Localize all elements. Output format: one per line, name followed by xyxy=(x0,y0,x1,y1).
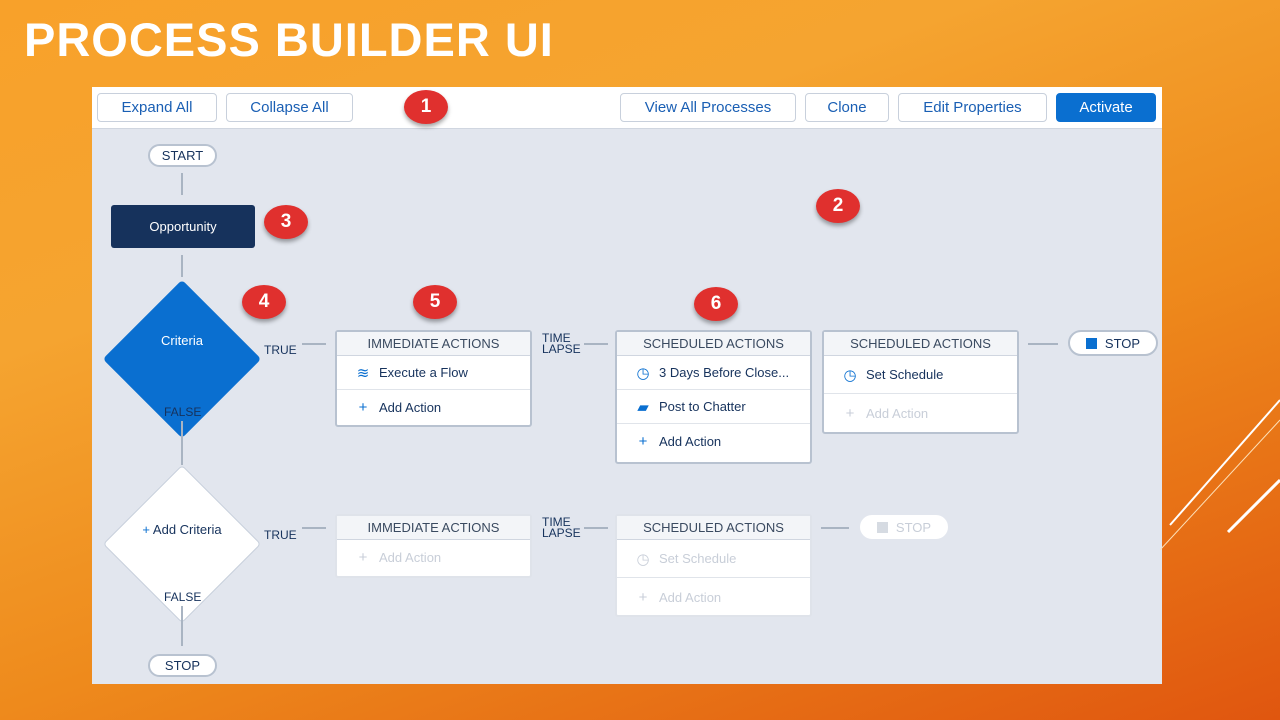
schedule-label: Set Schedule xyxy=(659,551,737,566)
lapse-label: LAPSE xyxy=(542,526,581,540)
card-header: SCHEDULED ACTIONS xyxy=(617,332,810,356)
decorative-lines xyxy=(1160,399,1280,551)
criteria-label: Criteria xyxy=(161,333,203,348)
connector-arrow xyxy=(1028,343,1058,345)
connector-arrow xyxy=(302,527,326,529)
add-action-label: Add Action xyxy=(866,405,929,421)
callout-badge: 3 xyxy=(264,205,308,239)
true-label: TRUE xyxy=(264,343,297,357)
time-label: TIME xyxy=(542,331,571,345)
connector-arrow xyxy=(584,527,608,529)
edit-properties-button[interactable]: Edit Properties xyxy=(898,93,1047,122)
stop-label: STOP xyxy=(1104,335,1141,351)
collapse-all-button[interactable]: Collapse All xyxy=(226,93,353,122)
card-header: SCHEDULED ACTIONS xyxy=(824,332,1017,356)
add-action-button[interactable]: + Add Action xyxy=(824,394,1017,432)
stop-node[interactable]: STOP xyxy=(1068,330,1158,356)
action-execute-flow[interactable]: ≋ Execute a Flow xyxy=(337,356,530,390)
slide-title: PROCESS BUILDER UI xyxy=(24,13,554,66)
add-action-button[interactable]: + Add Action xyxy=(337,390,530,424)
add-action-label: Add Action xyxy=(379,549,442,565)
add-criteria-text: Add Criteria xyxy=(152,522,222,537)
scheduled-actions-card: SCHEDULED ACTIONS ◷ Set Schedule + Add Act… xyxy=(822,330,1019,434)
connector-arrow xyxy=(181,606,183,646)
plus-icon: + xyxy=(142,522,153,537)
immediate-actions-card: IMMEDIATE ACTIONS + Add Action xyxy=(335,514,532,578)
connector-arrow xyxy=(821,527,849,529)
add-action-button[interactable]: + Add Action xyxy=(337,540,530,574)
false-label: FALSE xyxy=(164,590,202,604)
plus-icon: + xyxy=(358,548,368,566)
object-node[interactable]: Opportunity xyxy=(111,205,255,248)
card-header: SCHEDULED ACTIONS xyxy=(617,516,810,540)
plus-icon: + xyxy=(845,404,855,422)
connector-arrow xyxy=(181,421,183,465)
callout-badge: 4 xyxy=(242,285,286,319)
action-label: Execute a Flow xyxy=(379,365,468,380)
scheduled-actions-card: SCHEDULED ACTIONS ◷ 3 Days Before Close..… xyxy=(615,330,812,464)
connector-arrow xyxy=(181,173,183,195)
add-criteria-label: + Add Criteria xyxy=(126,522,238,537)
stop-node[interactable]: STOP xyxy=(148,654,217,677)
plus-icon: + xyxy=(358,398,368,416)
card-header: IMMEDIATE ACTIONS xyxy=(337,332,530,356)
stop-label: STOP xyxy=(895,519,932,535)
clock-icon: ◷ xyxy=(636,364,650,382)
true-label: TRUE xyxy=(264,528,297,542)
chatter-icon: ▰ xyxy=(637,398,649,416)
stop-icon xyxy=(876,521,888,533)
callout-badge: 5 xyxy=(413,285,457,319)
action-label: Post to Chatter xyxy=(659,399,746,414)
callout-badge: 1 xyxy=(404,90,448,124)
view-all-processes-button[interactable]: View All Processes xyxy=(620,93,796,122)
add-action-button[interactable]: + Add Action xyxy=(617,424,810,458)
schedule-label: Set Schedule xyxy=(866,367,944,382)
action-post-to-chatter[interactable]: ▰ Post to Chatter xyxy=(617,390,810,424)
clock-icon: ◷ xyxy=(843,366,857,384)
add-action-button[interactable]: + Add Action xyxy=(617,578,810,616)
lapse-label: LAPSE xyxy=(542,342,581,356)
add-action-label: Add Action xyxy=(379,399,442,415)
time-label: TIME xyxy=(542,515,571,529)
schedule-item[interactable]: ◷ 3 Days Before Close... xyxy=(617,356,810,390)
start-node[interactable]: START xyxy=(148,144,217,167)
add-action-label: Add Action xyxy=(659,589,722,605)
callout-badge: 6 xyxy=(694,287,738,321)
process-builder-canvas: Expand All Collapse All View All Process… xyxy=(92,87,1162,684)
toolbar: Expand All Collapse All View All Process… xyxy=(92,87,1162,129)
stop-icon xyxy=(1085,337,1097,349)
schedule-item[interactable]: ◷ Set Schedule xyxy=(617,540,810,578)
callout-badge: 2 xyxy=(816,189,860,223)
clock-icon: ◷ xyxy=(636,550,650,568)
connector-arrow xyxy=(181,255,183,277)
flow-icon: ≋ xyxy=(356,364,370,382)
stop-node[interactable]: STOP xyxy=(860,515,948,539)
plus-icon: + xyxy=(638,588,648,606)
connector-arrow xyxy=(302,343,326,345)
clone-button[interactable]: Clone xyxy=(805,93,889,122)
schedule-item[interactable]: ◷ Set Schedule xyxy=(824,356,1017,394)
connector-arrow xyxy=(584,343,608,345)
plus-icon: + xyxy=(638,432,648,450)
immediate-actions-card: IMMEDIATE ACTIONS ≋ Execute a Flow + Add A… xyxy=(335,330,532,427)
schedule-label: 3 Days Before Close... xyxy=(659,365,790,380)
add-action-label: Add Action xyxy=(659,433,722,449)
false-label: FALSE xyxy=(164,405,202,419)
expand-all-button[interactable]: Expand All xyxy=(97,93,217,122)
scheduled-actions-card: SCHEDULED ACTIONS ◷ Set Schedule + Add Act… xyxy=(615,514,812,617)
card-header: IMMEDIATE ACTIONS xyxy=(337,516,530,540)
activate-button[interactable]: Activate xyxy=(1056,93,1156,122)
